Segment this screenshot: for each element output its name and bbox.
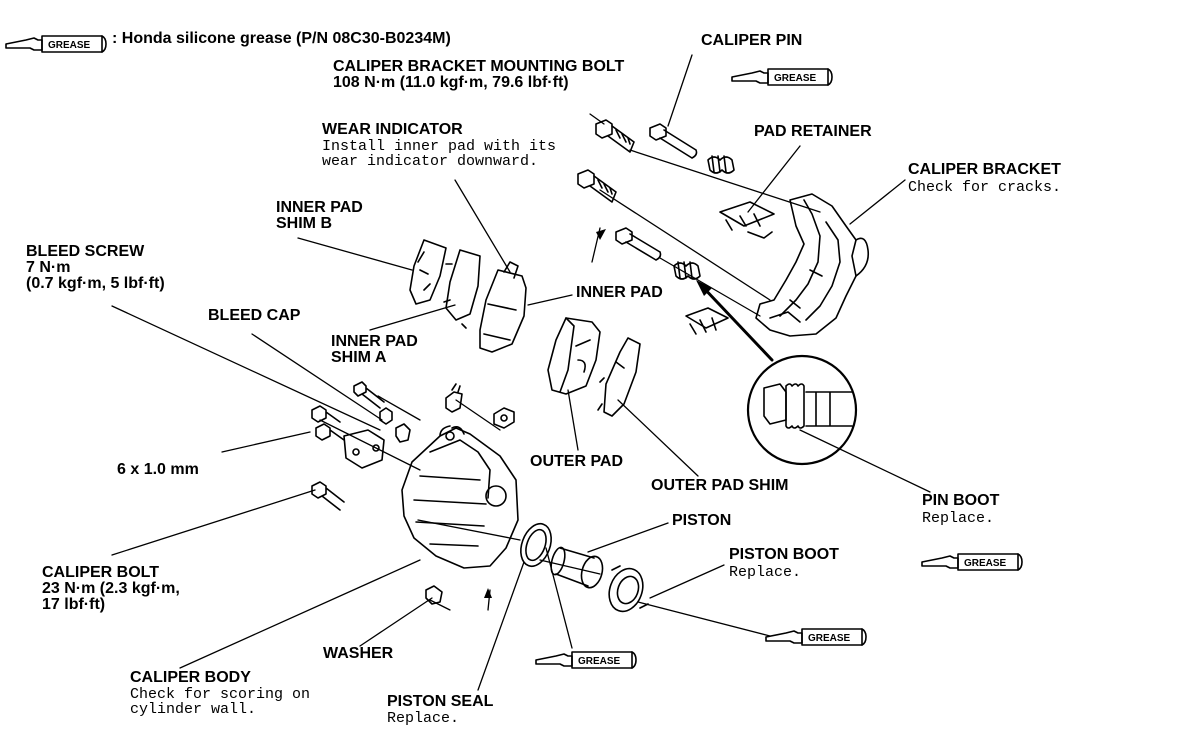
caliper-pin-upper <box>649 123 698 159</box>
bleeder-fitting <box>445 383 463 413</box>
label-washer: WASHER <box>323 645 394 662</box>
label-bracket-bolt-torque: 108 N·m (11.0 kgf·m, 79.6 lbf·ft) <box>333 74 569 91</box>
svg-text:GREASE: GREASE <box>48 40 91 51</box>
leader-lines <box>111 54 931 691</box>
piston-boot <box>608 565 649 613</box>
caliper-bracket-mounting-bolt-upper <box>595 119 635 153</box>
pin-boot-upper <box>707 155 735 174</box>
grease-tag-caliper-pin: GREASE <box>731 68 833 86</box>
label-piston: PISTON <box>672 512 732 529</box>
label-pin-boot-title: PIN BOOT <box>922 492 1000 509</box>
grease-tag-piston-seal: GREASE <box>535 651 637 669</box>
label-piston-boot-title: PISTON BOOT <box>729 546 839 563</box>
label-caliper-pin: CALIPER PIN <box>701 32 803 49</box>
piston-seal <box>520 522 552 568</box>
pin-boot-callout-arrow <box>696 280 774 362</box>
arrow-heads <box>484 229 606 598</box>
pad-retainer-upper <box>719 201 775 239</box>
label-piston-seal-title: PISTON SEAL <box>387 693 494 710</box>
label-caliper-body-title: CALIPER BODY <box>130 669 251 686</box>
label-bolt-size: 6 x 1.0 mm <box>117 461 199 478</box>
label-outer-pad-shim: OUTER PAD SHIM <box>651 477 789 494</box>
grease-legend-text: : Honda silicone grease (P/N 08C30-B0234… <box>112 30 451 47</box>
caliper-bracket <box>755 193 870 337</box>
label-inner-pad: INNER PAD <box>576 284 663 301</box>
label-piston-boot-note: Replace. <box>729 564 802 581</box>
label-outer-pad: OUTER PAD <box>530 453 624 470</box>
guide-bolts-6x1 <box>311 405 385 469</box>
grease-tag-legend: GREASE <box>5 35 107 53</box>
label-wear-indicator-note: Install inner pad with its wear indicato… <box>322 138 557 170</box>
grease-tag-piston-boot: GREASE <box>765 628 867 646</box>
caliper-pin-lower <box>615 227 662 261</box>
pin-boot-lower <box>673 261 701 280</box>
svg-text:GREASE: GREASE <box>964 558 1007 569</box>
label-caliper-bolt: CALIPER BOLT 23 N·m (2.3 kgf·m, 17 lbf·f… <box>42 564 180 613</box>
label-piston-seal-note: Replace. <box>387 710 460 727</box>
label-caliper-bracket-note: Check for cracks. <box>908 179 1062 196</box>
inner-pad-shim-a <box>443 249 481 329</box>
outer-pad-shim <box>597 337 641 417</box>
grease-tag-pin-boot: GREASE <box>921 553 1023 571</box>
pad-retainer-lower <box>685 307 729 335</box>
label-bleed-cap: BLEED CAP <box>208 307 301 324</box>
label-bracket-bolt-title: CALIPER BRACKET MOUNTING BOLT <box>333 58 625 75</box>
svg-text:GREASE: GREASE <box>808 633 851 644</box>
label-caliper-bracket-title: CALIPER BRACKET <box>908 161 1061 178</box>
svg-text:GREASE: GREASE <box>578 656 621 667</box>
bleed-screw <box>353 381 385 409</box>
label-pad-retainer: PAD RETAINER <box>754 123 872 140</box>
bleed-cap <box>379 407 411 443</box>
label-inner-pad-shim-a: INNER PAD SHIM A <box>331 333 418 366</box>
label-bleed-screw: BLEED SCREW 7 N·m (0.7 kgf·m, 5 lbf·ft) <box>26 243 165 292</box>
caliper-bolt <box>311 481 345 511</box>
washer <box>425 407 515 605</box>
label-inner-pad-shim-b: INNER PAD SHIM B <box>276 199 363 232</box>
inner-pad <box>479 261 527 353</box>
label-pin-boot-note: Replace. <box>922 510 995 527</box>
label-wear-indicator-title: WEAR INDICATOR <box>322 121 463 138</box>
caliper-body <box>401 425 519 569</box>
inner-pad-shim-b <box>409 239 447 305</box>
outer-pad <box>547 317 601 395</box>
label-caliper-body-note: Check for scoring on cylinder wall. <box>130 686 311 718</box>
piston <box>550 546 604 589</box>
caliper-bracket-mounting-bolt-lower <box>577 169 617 203</box>
pin-boot-inset-view <box>746 354 858 466</box>
svg-text:GREASE: GREASE <box>774 73 817 84</box>
